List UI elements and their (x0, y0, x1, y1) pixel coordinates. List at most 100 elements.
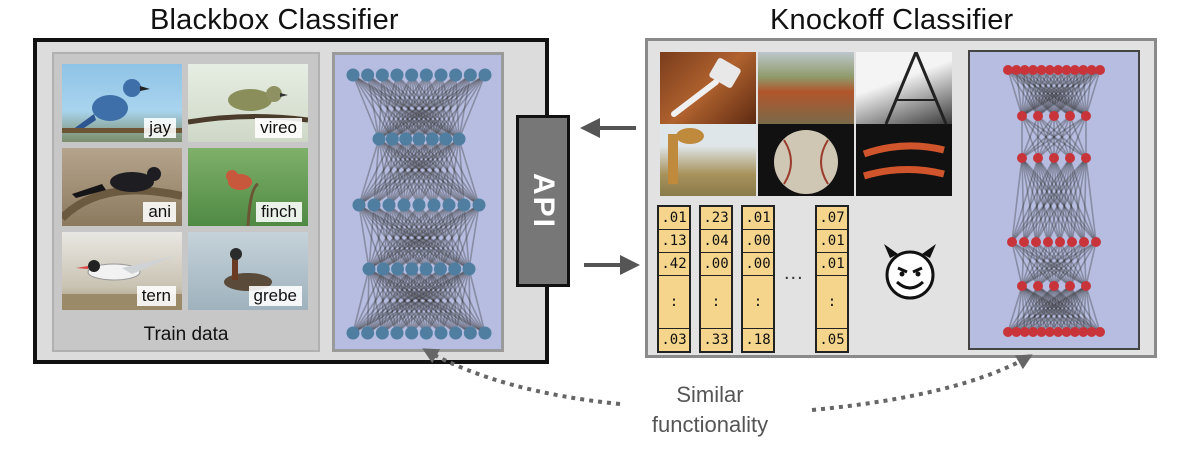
network-edge (396, 74, 420, 140)
query-image (660, 124, 756, 196)
network-node (390, 68, 404, 82)
network-edge (388, 138, 407, 206)
network-edge (425, 204, 435, 270)
network-edge (431, 74, 457, 140)
network-edge (378, 138, 465, 206)
network-node (1044, 327, 1055, 337)
network-node (1036, 327, 1047, 337)
query-image (660, 52, 756, 124)
network-edge (1069, 157, 1097, 243)
network-node (419, 326, 433, 340)
network-edge (1037, 285, 1051, 333)
network-edge (1057, 69, 1087, 117)
network-edge (1021, 157, 1073, 243)
network-edge (1037, 69, 1093, 117)
network-edge (1024, 69, 1055, 117)
network-edge (439, 204, 480, 270)
query-image (856, 52, 952, 124)
network-edge (1053, 69, 1076, 117)
network-edge (396, 268, 457, 334)
network-node (478, 68, 492, 82)
network-edge (1011, 241, 1087, 287)
network-edge (1035, 241, 1039, 287)
network-node (1049, 111, 1059, 121)
network-edge (1037, 285, 1068, 333)
network-edge (1069, 241, 1097, 287)
network-edge (1037, 285, 1076, 333)
network-edge (1037, 241, 1097, 287)
network-edge (358, 138, 460, 206)
bird-label: ani (143, 202, 176, 222)
network-edge (352, 74, 420, 140)
network-edge (382, 268, 471, 334)
network-edge (1011, 157, 1055, 243)
network-edge (1049, 285, 1055, 333)
network-edge (1023, 241, 1087, 287)
network-edge (358, 138, 380, 206)
network-edge (358, 138, 420, 206)
network-edge (1053, 157, 1061, 243)
network-edge (431, 138, 465, 206)
network-node (472, 198, 486, 212)
network-edge (1021, 157, 1049, 243)
network-edge (391, 74, 471, 140)
network-edge (1053, 285, 1101, 333)
network-edge (448, 138, 460, 206)
network-edge (382, 268, 486, 334)
vector-value: .01 (659, 207, 689, 230)
network-edge (368, 268, 486, 334)
network-edge (418, 74, 471, 140)
network-node (434, 68, 448, 82)
network-node (1011, 327, 1022, 337)
network-node (419, 68, 433, 82)
network-edge (1040, 285, 1055, 333)
network-edge (1053, 285, 1093, 333)
network-edge (1007, 69, 1023, 117)
network-edge (368, 268, 413, 334)
network-node (346, 326, 360, 340)
network-edge (418, 74, 428, 140)
network-edge (425, 204, 480, 270)
network-edge (403, 138, 447, 206)
network-edge (458, 138, 465, 206)
network-edge (453, 268, 472, 334)
network-edge (397, 204, 465, 270)
network-edge (373, 138, 420, 206)
network-edge (1021, 285, 1076, 333)
network-edge (368, 268, 457, 334)
network-edge (396, 74, 434, 140)
network-node (1081, 111, 1091, 121)
network-edge (1021, 115, 1055, 159)
network-edge (453, 268, 457, 334)
network-edge (373, 204, 427, 270)
network-edge (366, 268, 399, 334)
network-edge (388, 138, 447, 206)
network-edge (1023, 157, 1039, 243)
network-edge (1011, 157, 1039, 243)
network-edge (1023, 241, 1055, 287)
jay-illustration (62, 79, 182, 133)
network-node (1003, 327, 1013, 337)
network-edge (411, 204, 465, 270)
spatula-illustration (671, 58, 741, 117)
network-edge (396, 268, 413, 334)
network-edge (418, 138, 450, 206)
network-edge (1007, 285, 1071, 333)
network-edge (1037, 285, 1084, 333)
network-node (1065, 153, 1075, 163)
network-edge (1047, 241, 1055, 287)
network-edge (368, 204, 420, 270)
network-edge (1021, 285, 1026, 333)
network-edge (391, 138, 405, 206)
network-edge (444, 74, 472, 140)
network-edge (404, 138, 420, 206)
network-edge (373, 204, 399, 270)
network-edge (1069, 285, 1093, 333)
network-edge (448, 204, 470, 270)
knockoff-title: Knockoff Classifier (770, 4, 1014, 36)
network-edge (1083, 157, 1087, 243)
network-edge (382, 268, 427, 334)
network-edge (1011, 157, 1023, 243)
network-edge (358, 204, 470, 270)
